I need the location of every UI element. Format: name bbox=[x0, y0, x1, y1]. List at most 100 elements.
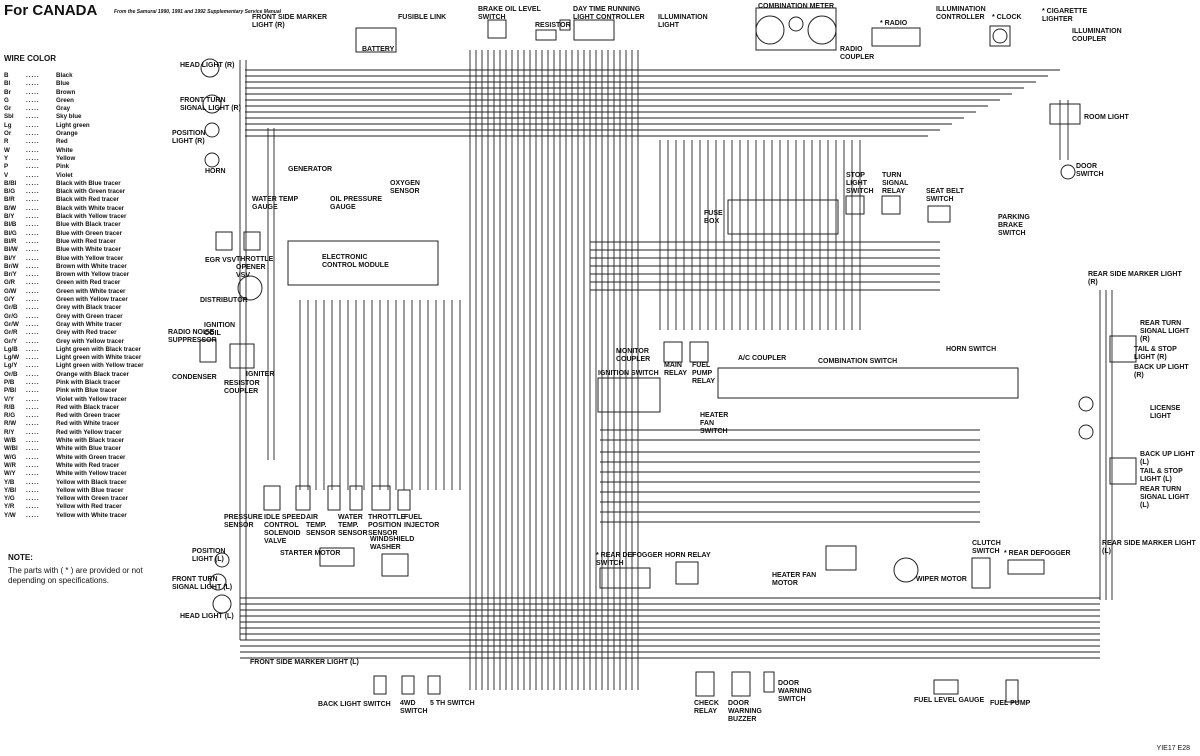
leader-dots: ..... bbox=[26, 296, 40, 304]
label-resistor: RESISTOR bbox=[535, 22, 571, 29]
wire-color-name: Yellow with Green tracer bbox=[56, 495, 128, 503]
wire-color-code: P/B bbox=[4, 378, 15, 386]
wire-color-name: Red with White tracer bbox=[56, 420, 120, 428]
drl-box bbox=[573, 19, 615, 41]
leader-dots: ..... bbox=[26, 320, 40, 328]
wire-color-row: Y/W.....Yellow with White tracer bbox=[4, 512, 144, 520]
door-warning-box bbox=[763, 671, 775, 693]
throttle-vsv-box bbox=[243, 231, 261, 251]
label-radio-coupler: RADIO COUPLER bbox=[840, 46, 875, 61]
wire-color-name: Yellow with Blue tracer bbox=[56, 486, 124, 494]
wire-color-row: B/Y.....Black with Yellow tracer bbox=[4, 213, 144, 221]
gauge bbox=[788, 16, 804, 32]
wire-color-name: Pink with Black tracer bbox=[56, 378, 121, 386]
leader-dots: ..... bbox=[26, 312, 40, 320]
leader-dots: ..... bbox=[26, 254, 40, 262]
wire-color-row: Y/R.....Yellow with Red tracer bbox=[4, 503, 144, 511]
wire-color-row: W/B.....White with Black tracer bbox=[4, 437, 144, 445]
front-turn-l bbox=[209, 573, 227, 591]
wire-color-code: Bl/R bbox=[4, 237, 17, 245]
label-cigarette-lighter: * CIGARETTE LIGHTER bbox=[1042, 8, 1088, 23]
tps-box bbox=[371, 485, 391, 511]
ignition-switch-box bbox=[597, 377, 661, 413]
label-tail-stop-r: TAIL & STOP LIGHT (R) bbox=[1134, 346, 1177, 361]
horn-relay-box bbox=[675, 561, 699, 585]
wire-color-code: Br/Y bbox=[4, 271, 17, 279]
door-switch bbox=[1060, 164, 1076, 180]
wire-color-name: White with Yellow tracer bbox=[56, 470, 127, 478]
document-code: YIE17 E28 bbox=[1156, 745, 1190, 752]
wire-color-code: Y bbox=[4, 154, 9, 162]
label-ecm: ELECTRONIC CONTROL MODULE bbox=[322, 254, 389, 269]
label-stop-light-switch: STOP LIGHT SWITCH bbox=[846, 172, 874, 195]
wire-color-row: Bl/W.....Blue with White tracer bbox=[4, 246, 144, 254]
wire-color-code: P/Bl bbox=[4, 387, 17, 395]
clutch-switch-box bbox=[971, 557, 991, 589]
label-rear-turn-r: REAR TURN SIGNAL LIGHT (R) bbox=[1140, 320, 1190, 343]
wire-color-row: Y.....Yellow bbox=[4, 155, 144, 163]
leader-dots: ..... bbox=[26, 453, 40, 461]
wire-color-name: Black with Green tracer bbox=[56, 188, 126, 196]
label-back-up-l: BACK UP LIGHT (L) bbox=[1140, 451, 1195, 466]
wire-color-code: Or/B bbox=[4, 370, 18, 378]
wire-color-name: Blue bbox=[56, 80, 70, 88]
leader-dots: ..... bbox=[26, 138, 40, 146]
leader-dots: ..... bbox=[26, 204, 40, 212]
wire-color-code: W bbox=[4, 146, 10, 154]
label-parking-brake-switch: PARKING BRAKE SWITCH bbox=[998, 214, 1030, 237]
fuel-pump-box bbox=[1005, 679, 1019, 703]
wire-color-name: Black with White tracer bbox=[56, 204, 125, 212]
leader-dots: ..... bbox=[26, 370, 40, 378]
label-water-temp-gauge: WATER TEMP GAUGE bbox=[252, 196, 299, 211]
gauge bbox=[807, 15, 837, 45]
wire-color-row: V.....Violet bbox=[4, 172, 144, 180]
label-front-turn-l: FRONT TURN SIGNAL LIGHT (L) bbox=[172, 576, 233, 591]
wire-color-row: W/G.....White with Green tracer bbox=[4, 454, 144, 462]
wire-color-row: Br.....Brown bbox=[4, 89, 144, 97]
leader-dots: ..... bbox=[26, 495, 40, 503]
leader-dots: ..... bbox=[26, 262, 40, 270]
label-rear-side-marker-l: REAR SIDE MARKER LIGHT (L) bbox=[1102, 540, 1196, 555]
wire-color-name: Blue with White tracer bbox=[56, 246, 121, 254]
clock-face bbox=[992, 28, 1008, 44]
wire-color-name: Sky blue bbox=[56, 113, 82, 121]
check-relay-box bbox=[695, 671, 715, 697]
wire-color-row: Gr/G.....Grey with Green tracer bbox=[4, 313, 144, 321]
wire-color-name: Grey with Yellow tracer bbox=[56, 337, 124, 345]
leader-dots: ..... bbox=[26, 196, 40, 204]
wire-color-row: Y/B.....Yellow with Black tracer bbox=[4, 479, 144, 487]
wire-color-code: G bbox=[4, 96, 9, 104]
stop-switch-box bbox=[845, 195, 865, 215]
label-door-warning-buzzer: DOOR WARNING BUZZER bbox=[728, 700, 762, 723]
leader-dots: ..... bbox=[26, 461, 40, 469]
leader-dots: ..... bbox=[26, 428, 40, 436]
clock-box bbox=[989, 25, 1011, 47]
wire-color-row: Lg/W.....Light green with White tracer bbox=[4, 354, 144, 362]
leader-dots: ..... bbox=[26, 88, 40, 96]
label-front-side-marker-l: FRONT SIDE MARKER LIGHT (L) bbox=[250, 659, 359, 666]
wire-color-row: Br/Y.....Brown with Yellow tracer bbox=[4, 271, 144, 279]
wire-color-row: Gr/R.....Grey with Red tracer bbox=[4, 329, 144, 337]
wire-color-name: Light green with Black tracer bbox=[56, 345, 141, 353]
label-ac-coupler: A/C COUPLER bbox=[738, 355, 787, 362]
label-drl-controller: DAY TIME RUNNING LIGHT CONTROLLER bbox=[573, 6, 645, 21]
pressure-sensor-box bbox=[263, 485, 281, 511]
washer-box bbox=[381, 553, 409, 577]
wire-color-name: Blue with Red tracer bbox=[56, 237, 116, 245]
label-tail-stop-l: TAIL & STOP LIGHT (L) bbox=[1140, 468, 1183, 483]
wire-color-row: B/G.....Black with Green tracer bbox=[4, 188, 144, 196]
wire-color-row: Br/W.....Brown with White tracer bbox=[4, 263, 144, 271]
wire-color-name: Red with Yellow tracer bbox=[56, 428, 122, 436]
wire-color-row: Gr.....Gray bbox=[4, 105, 144, 113]
label-horn-relay: HORN RELAY bbox=[665, 552, 711, 559]
wire-color-name: Yellow with Red tracer bbox=[56, 503, 122, 511]
wire-color-name: Yellow with Black tracer bbox=[56, 478, 127, 486]
label-generator: GENERATOR bbox=[288, 166, 333, 173]
front-turn-r bbox=[202, 94, 222, 114]
leader-dots: ..... bbox=[26, 188, 40, 196]
leader-dots: ..... bbox=[26, 395, 40, 403]
label-distributor: DISTRIBUTOR bbox=[200, 297, 248, 304]
label-oxygen-sensor: OXYGEN SENSOR bbox=[390, 180, 420, 195]
